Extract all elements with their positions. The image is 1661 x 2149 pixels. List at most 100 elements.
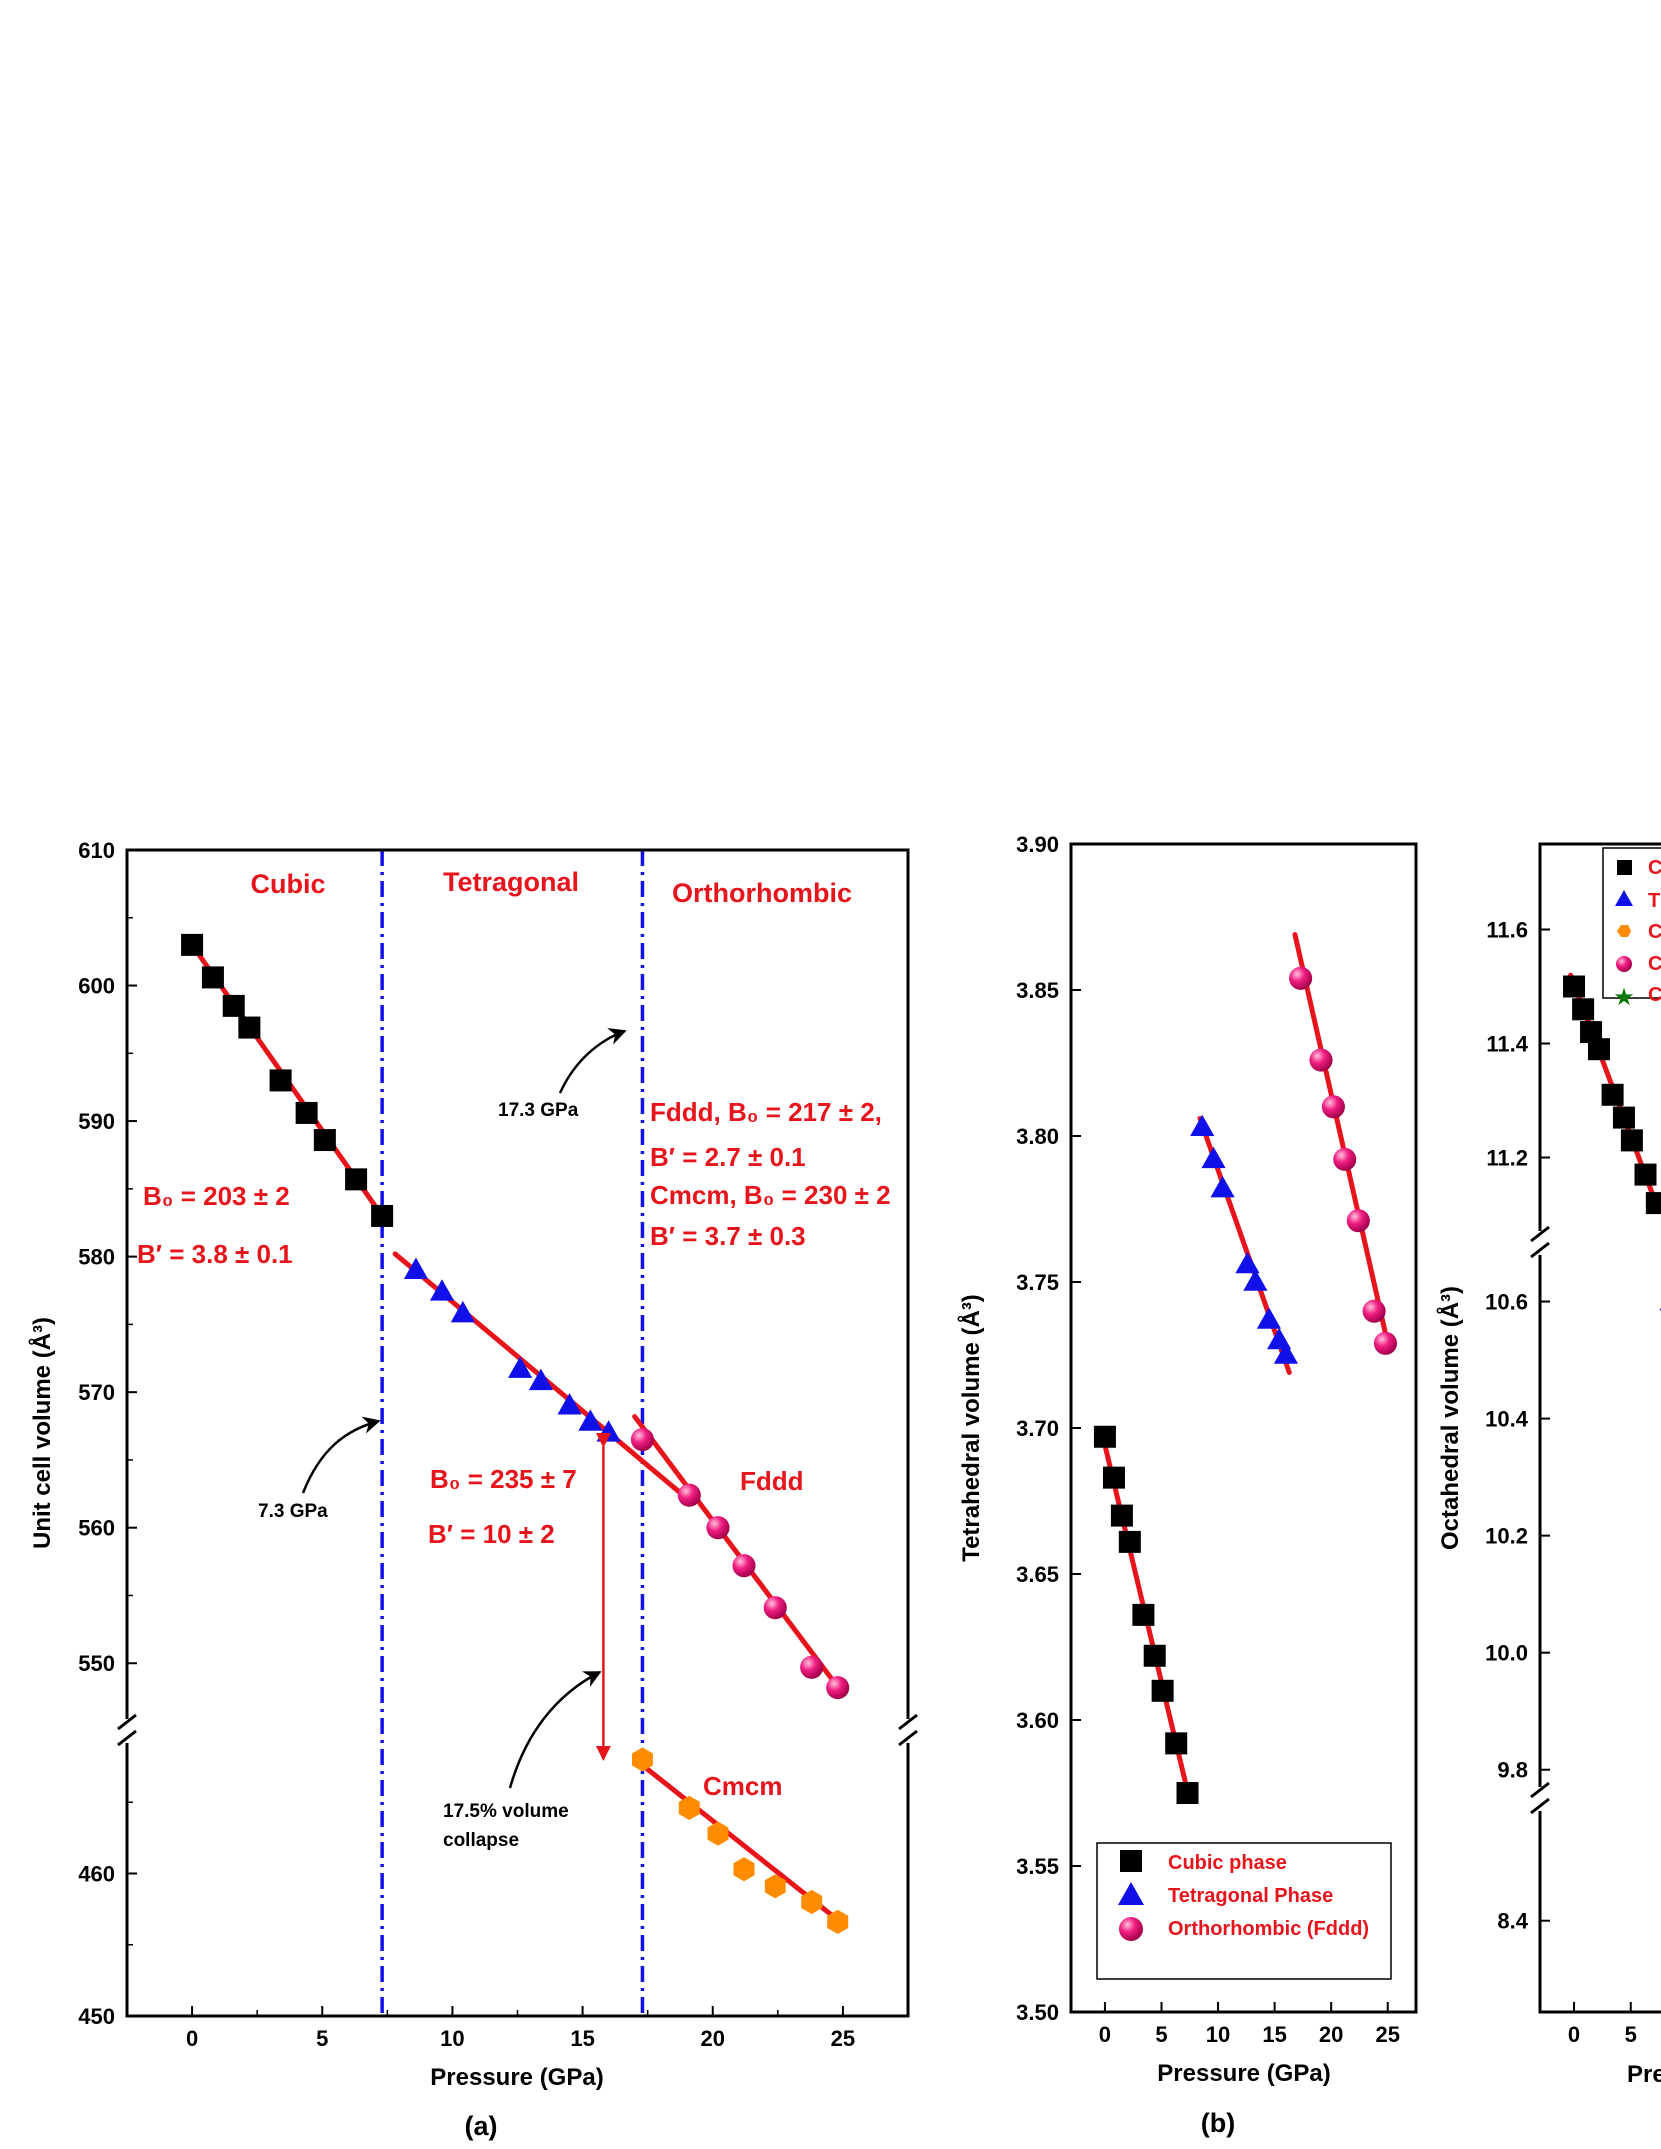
tetra-fit-b0: B₀ = 235 ± 7 bbox=[430, 1464, 577, 1494]
legend-tetragonal-label: Tetragonal Phase bbox=[1168, 1885, 1333, 1907]
panel-a-ylabel: Unit cell volume (Å³) bbox=[28, 1317, 56, 1549]
y-tick-label: 3.75 bbox=[1016, 1270, 1059, 1295]
legend-cubic-label: Cubic phase bbox=[1168, 1852, 1287, 1874]
point-tetragonal bbox=[508, 1356, 533, 1378]
plot-frame bbox=[125, 848, 910, 2018]
arrow-17-3-gpa bbox=[558, 1028, 627, 1094]
plot-frame bbox=[1538, 842, 1661, 2014]
plot-frame bbox=[1069, 842, 1418, 2014]
x-tick-label: 0 bbox=[1568, 2022, 1580, 2047]
legend-cubic-marker bbox=[1120, 1850, 1142, 1872]
y-tick-label: 3.70 bbox=[1016, 1416, 1059, 1441]
y-tick-label: 610 bbox=[78, 838, 115, 863]
x-tick-label: 0 bbox=[186, 2026, 198, 2051]
point-square bbox=[1601, 1083, 1624, 1106]
point-square bbox=[1587, 1038, 1610, 1061]
point-cmcm bbox=[801, 1889, 823, 1915]
point-sphere bbox=[1346, 1209, 1370, 1233]
point-cubic bbox=[371, 1204, 394, 1227]
axis-break-right bbox=[898, 1713, 918, 1731]
point-fddd bbox=[677, 1483, 701, 1507]
axis-break-left bbox=[117, 1713, 137, 1731]
cmcm-fit-bprime: B′ = 3.7 ± 0.3 bbox=[650, 1221, 806, 1251]
point-square bbox=[1580, 1021, 1603, 1044]
legend-tetragonal-marker bbox=[1118, 1882, 1144, 1905]
x-tick-label: 0 bbox=[1099, 2022, 1111, 2047]
y-tick-label: 10.2 bbox=[1485, 1524, 1528, 1549]
y-tick-label: 550 bbox=[78, 1651, 115, 1676]
point-tetragonal bbox=[429, 1279, 455, 1301]
legend-tetragonal-marker bbox=[1615, 890, 1633, 906]
panel-b-ylabel: Tetrahedral volume (Å³) bbox=[957, 1294, 985, 1562]
y-tick-label: 570 bbox=[78, 1380, 115, 1405]
y-tick-label: 3.65 bbox=[1016, 1562, 1059, 1587]
collapse-label-line1: 17.5% volume bbox=[443, 1801, 569, 1822]
x-tick-label: 20 bbox=[1319, 2022, 1343, 2047]
y-tick-label: 3.80 bbox=[1016, 1124, 1059, 1149]
point-fddd bbox=[826, 1676, 850, 1700]
point-triangle bbox=[1190, 1114, 1215, 1137]
point-square bbox=[1620, 1129, 1643, 1152]
x-tick-label: 5 bbox=[1625, 2022, 1637, 2047]
legend-item-4: C bbox=[1648, 953, 1661, 975]
transition-label-17-3: 17.3 GPa bbox=[498, 1100, 579, 1121]
point-cmcm bbox=[733, 1857, 755, 1882]
legend-item-1: C bbox=[1648, 857, 1661, 879]
point-triangle bbox=[1235, 1251, 1260, 1274]
panel-a-xlabel: Pressure (GPa) bbox=[430, 2064, 603, 2091]
fddd-fit-bprime: B′ = 2.7 ± 0.1 bbox=[650, 1142, 806, 1172]
x-tick-label: 10 bbox=[440, 2026, 464, 2051]
panel-a-caption: (a) bbox=[465, 2111, 498, 2141]
arrow-7-3-gpa bbox=[301, 1416, 381, 1494]
point-tetragonal bbox=[557, 1393, 582, 1415]
point-square bbox=[1102, 1466, 1125, 1489]
cubic-fit-bprime: B′ = 3.8 ± 0.1 bbox=[137, 1239, 293, 1269]
point-cubic bbox=[345, 1168, 368, 1191]
point-square bbox=[1118, 1530, 1141, 1553]
point-cubic bbox=[222, 994, 245, 1017]
x-tick-label: 10 bbox=[1206, 2022, 1230, 2047]
transition-label-7-3: 7.3 GPa bbox=[258, 1501, 328, 1522]
region-label-tetragonal: Tetragonal bbox=[443, 867, 579, 897]
y-tick-label: 3.55 bbox=[1016, 1854, 1059, 1879]
point-cmcm bbox=[678, 1795, 700, 1820]
point-triangle bbox=[1201, 1146, 1226, 1169]
region-label-orthorhombic: Orthorhombic bbox=[672, 878, 852, 908]
y-tick-label: 11.2 bbox=[1486, 1146, 1528, 1171]
x-tick-label: 20 bbox=[701, 2026, 725, 2051]
point-triangle bbox=[1256, 1307, 1282, 1329]
y-tick-label: 10.0 bbox=[1485, 1641, 1528, 1666]
point-cubic bbox=[313, 1129, 336, 1152]
point-sphere bbox=[1321, 1095, 1345, 1119]
collapse-label-line2: collapse bbox=[443, 1830, 519, 1851]
x-tick-label: 15 bbox=[570, 2026, 594, 2051]
y-tick-label: 3.60 bbox=[1016, 1708, 1059, 1733]
y-tick-label: 450 bbox=[78, 2004, 115, 2029]
y-tick-label: 11.6 bbox=[1486, 918, 1528, 943]
x-tick-label: 25 bbox=[1375, 2022, 1399, 2047]
point-fddd bbox=[800, 1655, 824, 1679]
x-tick-label: 5 bbox=[1155, 2022, 1167, 2047]
y-tick-label: 11.4 bbox=[1486, 1032, 1528, 1057]
point-tetragonal bbox=[578, 1409, 603, 1431]
legend-cubic-marker bbox=[1617, 860, 1632, 875]
point-cmcm bbox=[632, 1747, 653, 1772]
arrow-volume-collapse bbox=[508, 1670, 602, 1789]
axis-break-right bbox=[898, 1729, 918, 1747]
point-cubic bbox=[269, 1069, 292, 1092]
panel-b-xlabel: Pressure (GPa) bbox=[1157, 2060, 1330, 2087]
point-cmcm bbox=[827, 1909, 849, 1934]
panel-a-frame bbox=[117, 848, 918, 2018]
point-sphere bbox=[1362, 1299, 1386, 1323]
legend-item-3: C bbox=[1648, 921, 1661, 943]
point-fddd bbox=[706, 1516, 730, 1540]
legend-orthorhombic-marker bbox=[1119, 1917, 1143, 1941]
y-tick-label: 3.90 bbox=[1016, 832, 1059, 857]
phase-label-fddd: Fddd bbox=[740, 1466, 804, 1496]
panel-b-caption: (b) bbox=[1201, 2108, 1235, 2138]
